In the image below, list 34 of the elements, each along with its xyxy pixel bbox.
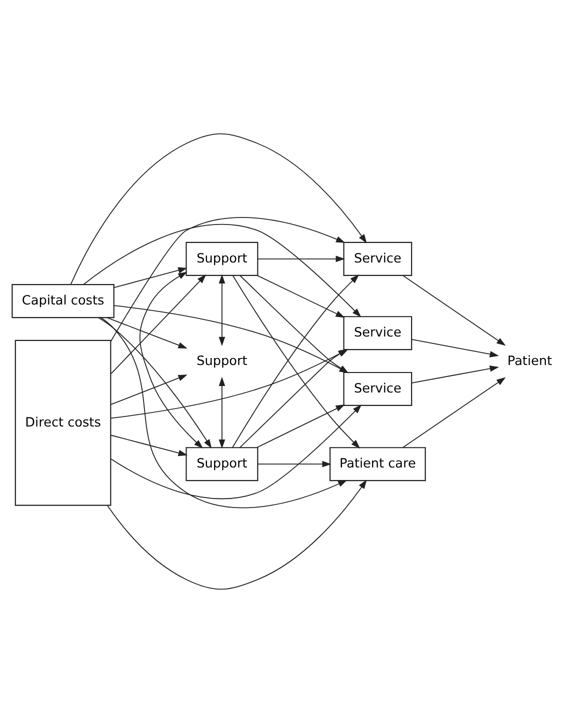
node-box: Service xyxy=(343,372,412,406)
arrow xyxy=(402,377,506,448)
arrow xyxy=(140,272,204,449)
node-box: Service xyxy=(343,242,412,276)
node-box: Support xyxy=(186,447,258,482)
arrow xyxy=(402,275,506,346)
arrow xyxy=(411,365,499,384)
arrow xyxy=(256,404,346,448)
node-text: Support xyxy=(196,354,248,369)
node-box: Capital costs xyxy=(12,284,114,318)
node-box: Support xyxy=(186,242,258,276)
arrow xyxy=(83,224,362,318)
arrow xyxy=(110,217,346,342)
node-text: Patient xyxy=(507,354,552,369)
arrow xyxy=(98,317,212,448)
arrow xyxy=(106,480,367,590)
arrow xyxy=(239,348,348,448)
node-box: Service xyxy=(343,316,412,350)
arrow xyxy=(114,267,188,288)
arrow xyxy=(110,274,206,374)
arrow xyxy=(257,256,345,262)
arrow xyxy=(106,317,188,349)
arrow xyxy=(218,274,226,346)
node-box: Patient care xyxy=(330,447,426,482)
arrow xyxy=(257,460,332,468)
arrow xyxy=(218,376,226,449)
arrow xyxy=(256,275,345,318)
arrow xyxy=(411,338,499,358)
arrow xyxy=(100,317,348,508)
arrow xyxy=(110,404,362,500)
node-box: Direct costs xyxy=(14,340,112,506)
arrow xyxy=(110,374,188,405)
arrow xyxy=(110,434,188,456)
arrow xyxy=(70,133,367,285)
